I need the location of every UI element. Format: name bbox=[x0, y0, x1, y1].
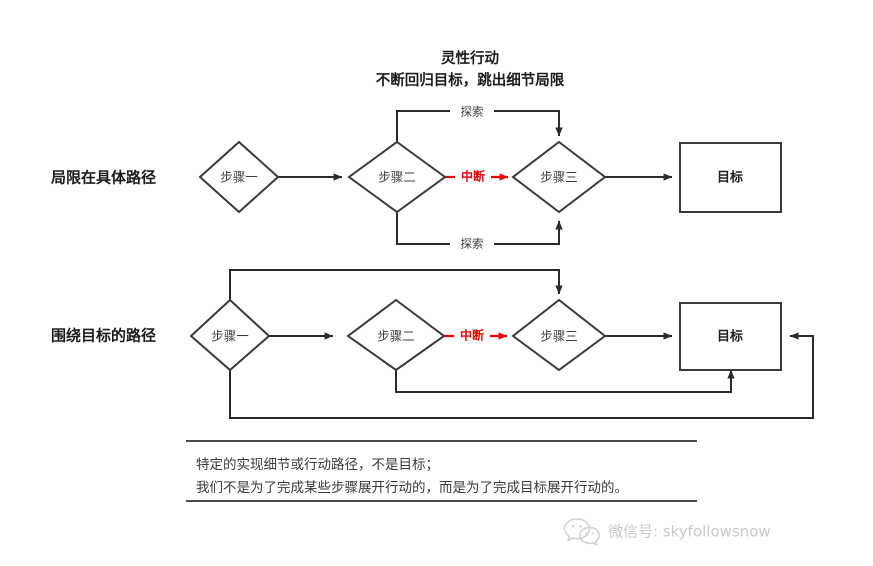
row-2-step1-label: 步骤一 bbox=[211, 329, 249, 344]
row-1-step3-label: 步骤三 bbox=[540, 170, 578, 185]
row-1-interrupt-label: 中断 bbox=[461, 169, 485, 184]
row-1-explore-bottom-label-bg bbox=[450, 237, 494, 252]
row-2-group: 围绕目标的路径 中断 步骤一 步骤二 bbox=[51, 269, 814, 419]
row-1-node-goal[interactable]: 目标 bbox=[679, 142, 782, 213]
row-1-node-step2[interactable]: 步骤二 bbox=[347, 140, 447, 214]
row-1-interrupt-label-bg bbox=[455, 170, 491, 185]
row-1-explore-top-label: 探索 bbox=[461, 105, 484, 119]
row-2-loop-step2-bottom-to-goal bbox=[395, 369, 735, 393]
row-1-explore-bottom-label: 探索 bbox=[461, 237, 484, 251]
row-2-node-goal[interactable]: 目标 bbox=[679, 302, 782, 371]
diagram-title: 灵性行动 不断回归目标，跳出细节局限 bbox=[376, 49, 565, 89]
title-line-1: 灵性行动 bbox=[441, 49, 499, 67]
row-2-goal-label: 目标 bbox=[717, 329, 743, 345]
row-2-loop-step1-bottom-to-goal bbox=[229, 332, 814, 419]
row-2-step2-label: 步骤二 bbox=[377, 329, 415, 344]
row-1-goal-label: 目标 bbox=[717, 170, 743, 186]
row-2-interrupt-label: 中断 bbox=[460, 328, 484, 343]
footer-line-1: 特定的实现细节或行动路径，不是目标； bbox=[196, 457, 439, 473]
row-1-group: 局限在具体路径 探索 探索 中断 步骤一 步 bbox=[50, 104, 782, 252]
row-1-node-step3[interactable]: 步骤三 bbox=[511, 140, 607, 214]
footer-line-2: 我们不是为了完成某些步骤展开行动的，而是为了完成目标展开行动的。 bbox=[196, 480, 628, 496]
row-2-node-step1[interactable]: 步骤一 bbox=[189, 298, 271, 372]
watermark-label: 微信号: skyfollowsnow bbox=[608, 523, 771, 541]
title-line-2: 不断回归目标，跳出细节局限 bbox=[376, 71, 565, 89]
row-1-step1-label: 步骤一 bbox=[220, 170, 258, 185]
row-1-node-step1[interactable]: 步骤一 bbox=[198, 140, 280, 214]
row-2-loop-step1-top-to-step3 bbox=[229, 269, 563, 300]
row-2-step3-label: 步骤三 bbox=[540, 329, 578, 344]
row-1-step2-label: 步骤二 bbox=[378, 170, 416, 185]
row-2-label: 围绕目标的路径 bbox=[51, 327, 156, 345]
wechat-icon bbox=[563, 518, 601, 547]
row-1-label: 局限在具体路径 bbox=[50, 169, 156, 187]
footer-note: 特定的实现细节或行动路径，不是目标； 我们不是为了完成某些步骤展开行动的，而是为… bbox=[186, 440, 697, 502]
watermark: 微信号: skyfollowsnow bbox=[563, 518, 771, 547]
row-2-interrupt-label-bg bbox=[454, 329, 490, 344]
row-2-node-step2[interactable]: 步骤二 bbox=[346, 298, 446, 372]
row-2-node-step3[interactable]: 步骤三 bbox=[511, 298, 607, 372]
row-1-explore-top-label-bg bbox=[450, 104, 494, 119]
